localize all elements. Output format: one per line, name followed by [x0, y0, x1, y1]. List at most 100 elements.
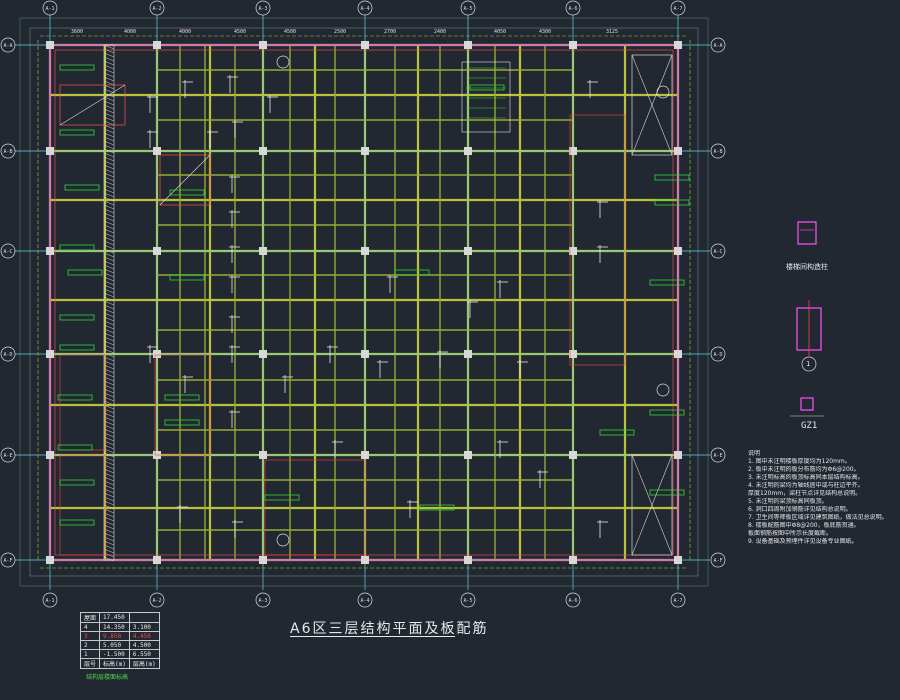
stair-hatch — [103, 260, 115, 266]
column — [361, 147, 369, 155]
height-cell — [128, 612, 160, 623]
column — [46, 41, 54, 49]
slab-region — [59, 354, 106, 451]
grid-bubble — [460, 0, 476, 16]
opening-diagonal — [59, 84, 126, 126]
stair-hatch — [103, 228, 115, 234]
stair-hatch — [103, 444, 115, 450]
stair-hatch — [103, 476, 115, 482]
grid-bubble — [42, 0, 58, 16]
stair-hatch — [103, 400, 115, 406]
column — [674, 247, 682, 255]
note-line: 7. 卫生间等降板区域详见建筑图纸，做法见总说明。 — [748, 514, 888, 521]
grid-bubble-label: A-1 — [45, 6, 54, 12]
slab-region — [569, 114, 626, 366]
stair-hatch — [103, 64, 115, 70]
beam-label — [59, 244, 95, 251]
stair-hatch — [103, 556, 115, 562]
beam-label — [649, 489, 685, 496]
beam-label — [654, 174, 690, 181]
stair-hatch — [103, 204, 115, 210]
title-underline — [290, 636, 455, 637]
stair-hatch — [103, 508, 115, 514]
stair-hatch — [103, 340, 115, 346]
detail-label-stair-column: 楼梯间构造柱 — [786, 263, 828, 271]
beam-label — [59, 129, 95, 136]
top-dimension: 3600 — [71, 29, 83, 35]
grid-bubble — [710, 552, 726, 568]
dimension-frame — [29, 27, 699, 577]
grid-bubble — [710, 346, 726, 362]
column — [569, 451, 577, 459]
elev-cell: 标高(m) — [99, 658, 130, 669]
grid-bubble — [255, 592, 271, 608]
stair-hatch — [103, 380, 115, 386]
column — [674, 350, 682, 358]
stair-hatch — [103, 68, 115, 74]
stair-hatch — [103, 364, 115, 370]
grid-bubble — [565, 0, 581, 16]
slab-region — [264, 459, 366, 556]
section-marker — [276, 533, 290, 547]
stair-hatch — [103, 144, 115, 150]
beam-label — [169, 189, 205, 196]
stair-hatch — [103, 272, 115, 278]
grid-bubble-label: A-2 — [152, 598, 161, 604]
stair-hatch — [103, 60, 115, 66]
stair-hatch — [103, 464, 115, 470]
column — [259, 147, 267, 155]
stair-hatch — [103, 72, 115, 78]
stair-hatch — [103, 244, 115, 250]
stair-hatch — [103, 516, 115, 522]
beam-label — [649, 409, 685, 416]
note-line: 1. 图中未注明楼板厚度均为120mm。 — [748, 458, 851, 465]
grid-bubble — [255, 0, 271, 16]
shaft-cross — [631, 454, 673, 556]
top-dimension: 2500 — [334, 29, 346, 35]
grid-bubble-label: A-6 — [568, 598, 577, 604]
beam-label — [264, 494, 300, 501]
beam-label — [67, 269, 103, 276]
stair-hatch — [103, 436, 115, 442]
slab-opening — [159, 154, 211, 206]
column — [464, 451, 472, 459]
beam-label — [59, 64, 95, 71]
stair-hatch — [103, 284, 115, 290]
column — [361, 350, 369, 358]
stair-hatch — [103, 512, 115, 518]
floor-cell: 层号 — [79, 658, 101, 669]
stair-hatch — [103, 112, 115, 118]
elevation-caption: 结构层楼面标高 — [86, 674, 129, 681]
stair-hatch — [103, 120, 115, 126]
grid-bubble — [0, 37, 16, 53]
top-dimension: 4500 — [234, 29, 246, 35]
stair-hatch — [103, 292, 115, 298]
top-dimension: 4300 — [539, 29, 551, 35]
floor-cell: 1 — [79, 649, 101, 659]
stair-hatch — [103, 264, 115, 270]
top-dimension: 3125 — [606, 29, 618, 35]
stair-hatch — [103, 276, 115, 282]
grid-bubble-label: A-E — [3, 453, 12, 459]
gz1-detail — [800, 397, 814, 411]
grid-bubble — [710, 447, 726, 463]
note-line: 2. 板中未注明的板分布筋均为Φ6@200。 — [748, 466, 860, 473]
column — [464, 147, 472, 155]
stair-hatch — [103, 392, 115, 398]
grid-bubble-label: A-A — [713, 43, 722, 49]
stair-hatch — [103, 280, 115, 286]
grid-bubble — [0, 143, 16, 159]
height-cell: 6.550 — [128, 649, 160, 659]
stair-hatch — [103, 504, 115, 510]
stair-hatch — [103, 52, 115, 58]
stair-hatch — [103, 88, 115, 94]
top-dimension: 4050 — [494, 29, 506, 35]
stair-hatch — [103, 304, 115, 310]
stair-hatch — [103, 528, 115, 534]
column — [361, 451, 369, 459]
stair-hatch — [103, 484, 115, 490]
stair-column-detail — [797, 221, 817, 245]
